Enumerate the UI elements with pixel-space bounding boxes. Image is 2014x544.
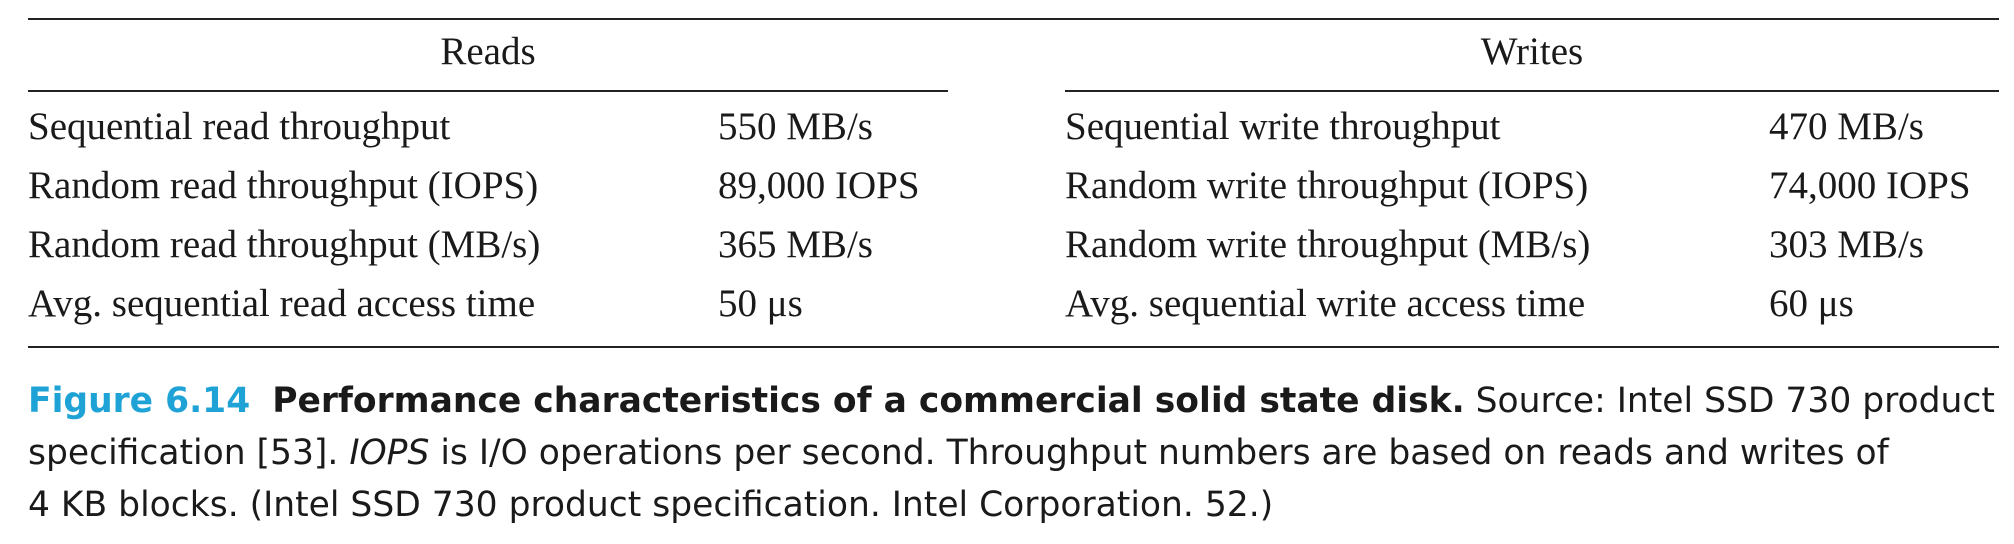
row-label: Random write throughput (MB/s) bbox=[1065, 223, 1591, 266]
reads-header-rule bbox=[28, 90, 948, 92]
reads-header: Reads bbox=[440, 30, 536, 73]
iops-term: IOPS bbox=[349, 433, 430, 473]
row-label: Avg. sequential read access time bbox=[28, 282, 536, 325]
caption-line-2: specification [53]. IOPS is I/O operatio… bbox=[28, 427, 2003, 479]
row-value: 365 MB/s bbox=[718, 223, 873, 266]
table-row: Avg. sequential read access time 50 μs bbox=[28, 275, 948, 333]
row-label: Random read throughput (MB/s) bbox=[28, 223, 541, 266]
table-row: Random write throughput (IOPS) 74,000 IO… bbox=[1065, 157, 1999, 215]
table-top-rule bbox=[28, 18, 1999, 20]
row-value: 550 MB/s bbox=[718, 105, 873, 148]
row-value: 60 μs bbox=[1769, 282, 1854, 325]
row-value: 303 MB/s bbox=[1769, 223, 1924, 266]
row-label: Random read throughput (IOPS) bbox=[28, 164, 539, 207]
row-label: Sequential write throughput bbox=[1065, 105, 1501, 148]
row-value: 74,000 IOPS bbox=[1769, 164, 1971, 207]
figure-caption: Figure 6.14 Performance characteristics o… bbox=[28, 375, 2003, 531]
table-row: Random read throughput (IOPS) 89,000 IOP… bbox=[28, 157, 948, 215]
figure-number: Figure 6.14 bbox=[28, 381, 251, 421]
row-label: Sequential read throughput bbox=[28, 105, 451, 148]
caption-text: is I/O operations per second. Throughput… bbox=[429, 433, 1889, 473]
table-row: Sequential read throughput 550 MB/s bbox=[28, 98, 948, 156]
writes-header: Writes bbox=[1480, 30, 1584, 73]
row-label: Avg. sequential write access time bbox=[1065, 282, 1586, 325]
caption-line-3: 4 KB blocks. (Intel SSD 730 product spec… bbox=[28, 485, 1274, 525]
row-value: 50 μs bbox=[718, 282, 803, 325]
table-row: Sequential write throughput 470 MB/s bbox=[1065, 98, 1999, 156]
table-row: Avg. sequential write access time 60 μs bbox=[1065, 275, 1999, 333]
row-value: 89,000 IOPS bbox=[718, 164, 920, 207]
writes-header-rule bbox=[1065, 90, 1999, 92]
table-row: Random write throughput (MB/s) 303 MB/s bbox=[1065, 216, 1999, 274]
caption-text: specification [53]. bbox=[28, 433, 350, 473]
table-row: Random read throughput (MB/s) 365 MB/s bbox=[28, 216, 948, 274]
row-label: Random write throughput (IOPS) bbox=[1065, 164, 1589, 207]
caption-line-1: Figure 6.14 Performance characteristics o… bbox=[28, 375, 2003, 427]
row-value: 470 MB/s bbox=[1769, 105, 1924, 148]
caption-source: Source: Intel SSD 730 product bbox=[1464, 381, 1995, 421]
figure-title: Performance characteristics of a commerc… bbox=[272, 381, 1465, 421]
table-bottom-rule bbox=[28, 346, 1999, 348]
